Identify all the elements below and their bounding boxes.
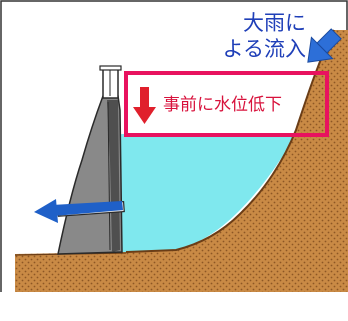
drawdown-zone xyxy=(128,75,325,134)
ground-slope xyxy=(15,30,348,321)
ground-below-blank xyxy=(0,292,348,321)
inflow-label-line2: よる流入 xyxy=(222,37,306,61)
dam-crest xyxy=(99,65,122,71)
dam-shadow xyxy=(107,100,120,252)
inflow-label-line1: 大雨に xyxy=(243,11,306,35)
down-arrow-icon xyxy=(133,87,156,124)
reservoir-water xyxy=(118,134,295,252)
slope-surface-line xyxy=(125,29,335,253)
drawdown-box xyxy=(124,71,329,137)
left-arrow-icon xyxy=(34,199,123,223)
inflow-label: 大雨に よる流入 xyxy=(196,10,306,62)
drawdown-label: 事前に水位低下 xyxy=(163,95,282,115)
down-left-arrow-icon xyxy=(307,28,342,63)
ground-bed xyxy=(15,254,348,292)
